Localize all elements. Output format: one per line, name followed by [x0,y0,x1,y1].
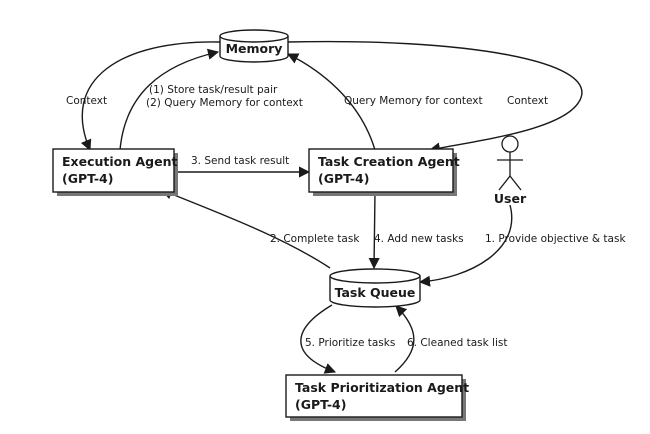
edge-label-context-right: Context [507,95,548,107]
edge-creation-to-memory [286,53,376,151]
edge-label-store-pair: (1) Store task/result pair [149,84,278,96]
execution-agent-label: Execution Agent [62,154,177,169]
user-icon [497,135,523,191]
edge-provide-objective [418,204,513,287]
execution-agent-sublabel: (GPT-4) [62,171,113,186]
memory-node: Memory [219,29,289,63]
edge-memory-to-execution [80,41,221,152]
task-creation-agent-sublabel: (GPT-4) [318,171,369,186]
edge-label-add-new-tasks: 4. Add new tasks [374,233,464,245]
task-prioritization-agent-label: Task Prioritization Agent [295,380,469,395]
execution-agent-node: Execution Agent (GPT-4) [52,148,178,196]
task-creation-agent-label: Task Creation Agent [318,154,460,169]
edge-label-query-memory-creation: Query Memory for context [344,95,483,107]
task-prioritization-agent-node: Task Prioritization Agent (GPT-4) [285,374,469,421]
edge-prioritize-tasks [300,304,337,374]
edge-memory-to-creation [287,40,583,154]
edge-label-provide-objective: 1. Provide objective & task [485,233,626,245]
edge-complete-task [160,188,331,269]
user-label: User [494,191,527,206]
memory-label: Memory [226,41,283,56]
edge-label-prioritize-tasks: 5. Prioritize tasks [305,337,395,349]
edge-label-send-result: 3. Send task result [191,155,289,167]
edge-label-context-left: Context [66,95,107,107]
edge-add-new-tasks [368,191,380,270]
task-queue-node: Task Queue [329,268,421,308]
edge-label-complete-task: 2. Complete task [270,233,360,245]
edge-label-query-memory-exec: (2) Query Memory for context [146,97,303,109]
task-creation-agent-node: Task Creation Agent (GPT-4) [308,148,460,196]
user-actor: User [494,135,527,206]
edge-execution-to-memory [119,48,220,151]
edge-cleaned-list [394,305,415,373]
task-queue-label: Task Queue [335,285,416,300]
edge-label-cleaned-list: 6. Cleaned task list [407,337,507,349]
task-prioritization-agent-sublabel: (GPT-4) [295,397,346,412]
